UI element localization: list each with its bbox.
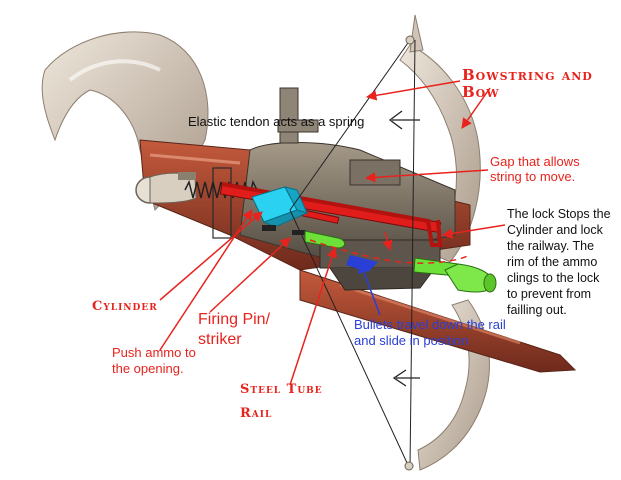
label-lock: The lock Stops the Cylinder and lock the… [507,207,611,317]
label-elastic-tendon: Elastic tendon acts as a spring [188,114,365,129]
blue-pointer [358,260,381,316]
rear-grip [135,172,197,204]
lower-stock [299,269,577,373]
label-cylinder: Cylinder [92,299,158,314]
label-steel-tube-rail: Steel Tube Rail [240,382,323,421]
spring-bracket [212,167,232,239]
bullet-icon [304,230,497,293]
right-arrow-icon [392,369,420,387]
label-firing-pin: Firing Pin/ striker [198,311,271,348]
bowstring [289,35,416,471]
label-push-ammo: Push ammo to the opening. [112,345,196,376]
drop-arrow [382,231,393,252]
left-arrow-icon [388,110,420,130]
spring-icon [184,179,258,199]
label-bullets: Bullets travel down the rail and slide i… [354,317,506,348]
annotation-pointers [159,80,506,386]
label-bowstring-and-bow: Bowstring and Bow [462,66,593,102]
label-gap: Gap that allows string to move. [490,154,580,184]
